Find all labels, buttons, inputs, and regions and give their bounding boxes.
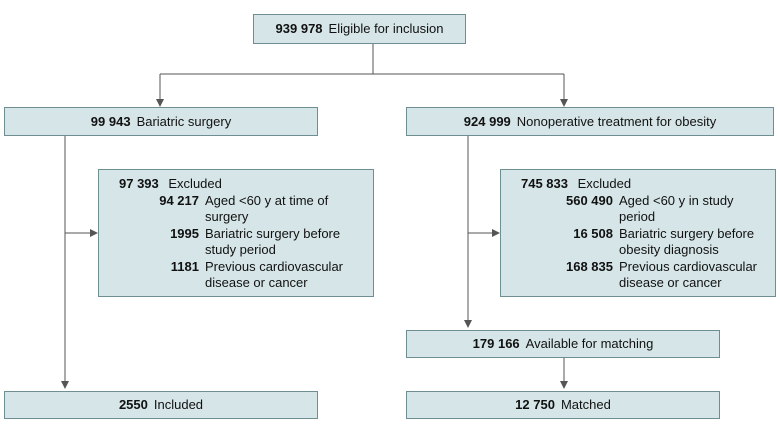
left-reason-label: Previous cardiovascular disease or cance… [205, 259, 344, 290]
left-exclusion-reason: 1181 Previous cardiovascular disease or … [99, 259, 373, 291]
bariatric-label: Bariatric surgery [136, 113, 232, 129]
eligible-label: Eligible for inclusion [328, 21, 444, 36]
available-label: Available for matching [525, 336, 654, 351]
right-reason-label: Aged <60 y in study period [619, 193, 734, 224]
left-reason-count: 1181 [170, 259, 199, 274]
right-excluded-count: 745 833 [521, 176, 568, 191]
right-exclusion-reason: 560 490 Aged <60 y in study period [501, 193, 775, 225]
left-excluded-count: 97 393 [119, 176, 159, 191]
bariatric-count: 99 943 [90, 113, 131, 129]
right-reason-count: 168 835 [566, 259, 613, 274]
left-excluded-box: 97 393 Excluded 94 217 Aged <60 y at tim… [98, 169, 374, 297]
left-reason-label: Aged <60 y at time of surgery [205, 193, 329, 224]
left-reason-count: 94 217 [159, 193, 199, 208]
matched-box: 12 750 Matched [406, 391, 720, 419]
nonoperative-box: 924 999 Nonoperative treatment for obesi… [406, 107, 774, 136]
left-exclusion-reason: 94 217 Aged <60 y at time of surgery [99, 193, 373, 225]
nonoperative-count: 924 999 [463, 113, 511, 129]
right-reason-label: Bariatric surgery before obesity diagnos… [619, 226, 755, 257]
included-label: Included [153, 397, 204, 412]
right-excluded-label: Excluded [577, 176, 632, 191]
right-excluded-header: 745 833 Excluded [501, 176, 775, 192]
nonoperative-label: Nonoperative treatment for obesity [516, 113, 717, 129]
eligible-count: 939 978 [275, 21, 323, 36]
available-for-matching-box: 179 166 Available for matching [406, 330, 720, 358]
eligible-box: 939 978 Eligible for inclusion [253, 14, 466, 44]
left-exclusion-reason: 1995 Bariatric surgery before study peri… [99, 226, 373, 258]
left-reason-count: 1995 [170, 226, 199, 241]
right-excluded-box: 745 833 Excluded 560 490 Aged <60 y in s… [500, 169, 776, 297]
matched-label: Matched [560, 397, 611, 412]
right-reason-label: Previous cardiovascular disease or cance… [619, 259, 758, 290]
included-count: 2550 [118, 397, 148, 412]
right-exclusion-reason: 168 835 Previous cardiovascular disease … [501, 259, 775, 291]
right-reason-count: 560 490 [566, 193, 613, 208]
available-count: 179 166 [472, 336, 520, 351]
left-excluded-header: 97 393 Excluded [99, 176, 373, 192]
matched-count: 12 750 [515, 397, 555, 412]
right-reason-count: 16 508 [573, 226, 613, 241]
included-box: 2550 Included [4, 391, 318, 419]
left-excluded-label: Excluded [168, 176, 222, 191]
bariatric-surgery-box: 99 943 Bariatric surgery [4, 107, 318, 136]
right-exclusion-reason: 16 508 Bariatric surgery before obesity … [501, 226, 775, 258]
left-reason-label: Bariatric surgery before study period [205, 226, 341, 257]
